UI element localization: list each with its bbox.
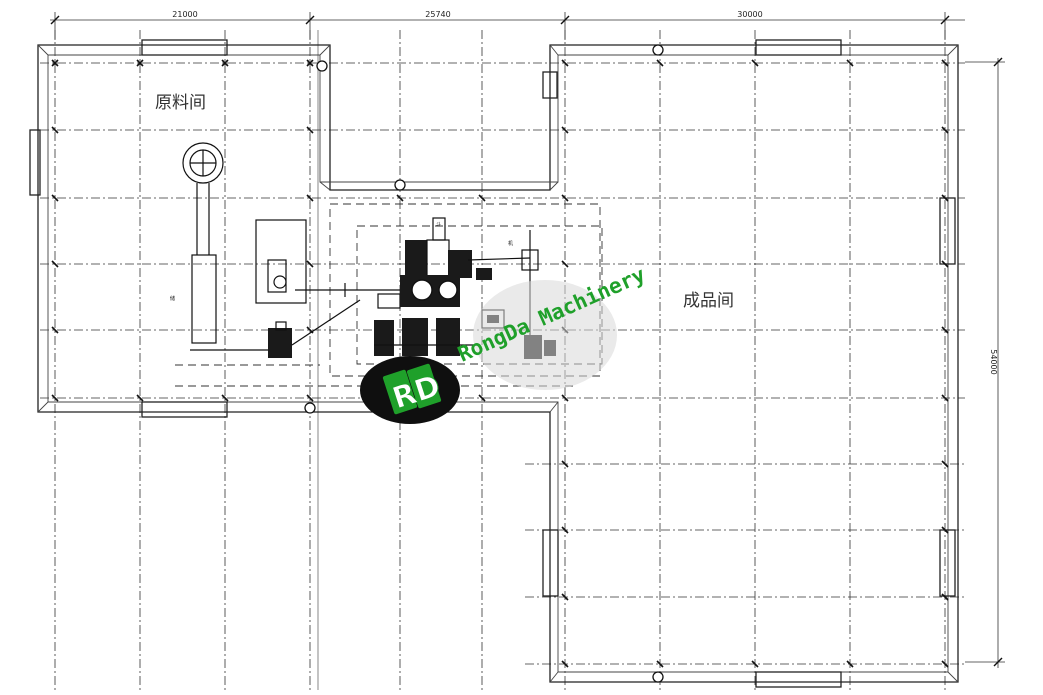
equip-label-machine: 机 [508,240,513,247]
dim-top-right: 30000 [737,10,762,19]
dim-top-left: 21000 [172,10,197,19]
dim-top-middle: 25740 [425,10,450,19]
room-label-raw-material: 原料间 [155,93,206,113]
equip-label-storage: 储 [170,295,175,302]
top-dimension-line: 21000 25740 30000 [50,10,965,40]
processing-line: 斗 机 储 [170,217,556,359]
room-label-finished-product: 成品间 [683,291,734,311]
dim-right-vertical: 54000 [989,349,998,374]
wall-openings [29,39,956,688]
raw-material-equipment [182,142,361,358]
right-dimension-line: 54000 [965,57,1005,668]
equip-label-hopper: 斗 [436,222,441,228]
